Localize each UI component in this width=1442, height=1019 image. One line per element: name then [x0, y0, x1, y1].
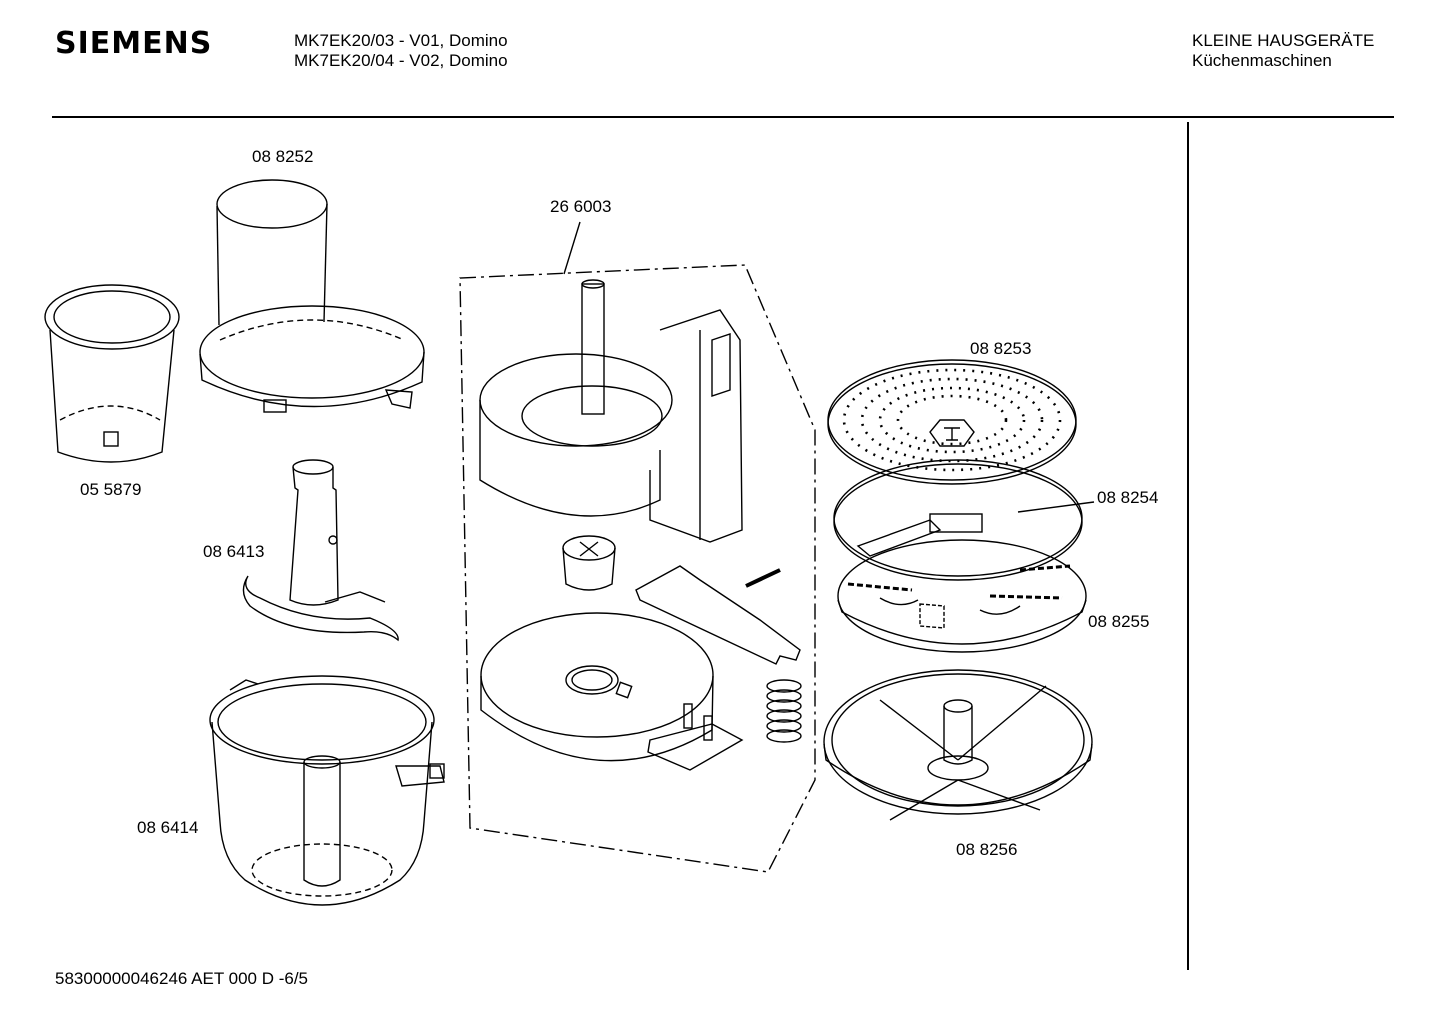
leader-line: [563, 221, 581, 275]
coupling-drawing: [562, 535, 616, 591]
slicing-disc-drawing: [833, 459, 1095, 581]
category-line: Küchenmaschinen: [1192, 51, 1332, 70]
part-label-088254: 08 8254: [1097, 488, 1158, 507]
model-line: MK7EK20/03 - V01, Domino: [294, 31, 508, 50]
category-block: KLEINE HAUSGERÄTE Küchenmaschinen: [1192, 31, 1374, 71]
part-label-088252: 08 8252: [252, 147, 313, 166]
document-code: 58300000046246 AET 000 D -6/5: [55, 969, 309, 988]
part-label-266003: 26 6003: [550, 197, 611, 216]
upper-housing-drawing: [479, 279, 743, 543]
grating-disc-drawing: [827, 359, 1077, 485]
disc-holder-drawing: [823, 669, 1093, 821]
pin-drawing: [745, 568, 781, 588]
lever-drawing: [635, 565, 801, 665]
spring-drawing: [766, 679, 802, 743]
shredding-disc-drawing: [837, 539, 1087, 653]
part-label-088255: 08 8255: [1088, 612, 1149, 631]
chopping-blade-drawing: [242, 459, 399, 642]
part-label-086414: 08 6414: [137, 818, 198, 837]
model-list: MK7EK20/03 - V01, Domino MK7EK20/04 - V0…: [294, 31, 508, 71]
feed-tube-lid-drawing: [199, 179, 425, 413]
part-label-088253: 08 8253: [970, 339, 1031, 358]
category-line: KLEINE HAUSGERÄTE: [1192, 31, 1375, 50]
pusher-cup-drawing: [44, 284, 180, 463]
part-label-055879: 05 5879: [80, 480, 141, 499]
lower-housing-drawing: [480, 612, 744, 771]
model-line: MK7EK20/04 - V02, Domino: [294, 51, 508, 70]
brand-logo: SIEMENS: [55, 26, 213, 61]
part-label-088256: 08 8256: [956, 840, 1017, 859]
assembly-set-boundary: [459, 264, 816, 873]
mixing-bowl-drawing: [209, 675, 445, 906]
part-label-086413: 08 6413: [203, 542, 264, 561]
